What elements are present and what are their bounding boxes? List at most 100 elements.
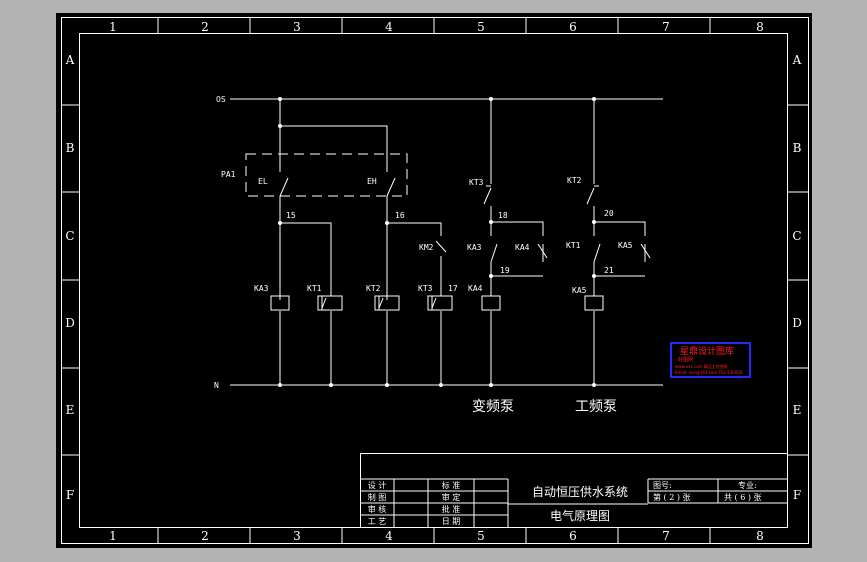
ka5-contact-label: KA5 [618, 241, 633, 250]
tb-project-name: 自动恒压供水系统 [532, 485, 628, 499]
col-label: 4 [385, 529, 393, 543]
coils [270, 295, 604, 311]
km2-label: KM2 [419, 243, 434, 252]
circuit-labels: OS N PA1 EL EH 15 16 17 18 19 20 21 KA3 … [214, 95, 633, 415]
row-label: B [66, 141, 75, 155]
col-label: 6 [569, 529, 577, 543]
pa1-meter-box [245, 153, 408, 197]
col-label: 6 [569, 20, 577, 34]
ka4-contact [537, 243, 548, 259]
row-label: A [65, 53, 75, 67]
kt1-branch [280, 222, 332, 385]
bus-n-label: N [214, 381, 219, 390]
ka5-holding [594, 221, 646, 277]
ka3-contact-label: KA3 [467, 243, 482, 252]
ka5-contact [640, 243, 651, 259]
grid-row-labels: A B C D E F A B C D E F [65, 53, 802, 502]
kt2-contact-label: KT2 [567, 176, 582, 185]
kt3-coil-label: KT3 [418, 284, 433, 293]
stamp-line1: 星鼎设计图库 [680, 345, 734, 357]
col-label: 8 [756, 20, 764, 34]
el-branch [279, 99, 289, 385]
node-18: 18 [498, 211, 508, 220]
ka4-contact-label: KA4 [515, 243, 530, 252]
pa1-label: PA1 [221, 170, 236, 179]
col-label: 5 [477, 20, 485, 34]
ka4-coil-label: KA4 [468, 284, 483, 293]
row-label: A [792, 53, 802, 67]
node-20: 20 [604, 209, 614, 218]
drawing-background [56, 13, 812, 548]
title-block-text: 设 计 制 图 审 核 工 艺 标 准 审 定 批 准 日 期 自动恒压供水系统… [368, 480, 762, 526]
stamp-line4: Email: xxx@163.com TEL:130000 [675, 370, 743, 375]
kt1-coil-label: KT1 [307, 284, 322, 293]
el-label: EL [258, 177, 268, 186]
col-label: 5 [477, 529, 485, 543]
row-label: E [793, 403, 802, 417]
tb-review: 审 定 [442, 492, 461, 502]
mains-pump-caption: 工频泵 [575, 399, 617, 415]
tb-standard: 标 准 [442, 480, 461, 490]
col-label: 4 [385, 20, 393, 34]
grid-ticks [61, 17, 809, 544]
eh-branch [280, 125, 396, 385]
kt3-contact-label: KT3 [469, 178, 484, 187]
col-label: 2 [201, 20, 209, 34]
tb-total: 共 ( 6 ) 张 [724, 493, 762, 502]
kt1-contact-label: KT1 [566, 241, 581, 250]
tb-major: 专业: [738, 480, 757, 490]
node-17: 17 [448, 284, 458, 293]
col-label: 2 [201, 529, 209, 543]
node-21: 21 [604, 266, 614, 275]
row-label: D [792, 316, 802, 330]
kt2-coil [374, 295, 400, 311]
col-label: 8 [756, 529, 764, 543]
kt3-coil [427, 295, 453, 311]
kt2-coil-label: KT2 [366, 284, 381, 293]
vfd-pump-caption: 变频泵 [472, 399, 514, 415]
tb-approve: 批 准 [442, 504, 461, 514]
tb-date: 日 期 [442, 517, 461, 526]
junctions [278, 97, 596, 387]
col-label: 3 [293, 20, 301, 34]
node-19: 19 [500, 266, 510, 275]
row-label: F [66, 488, 74, 502]
tb-design: 设 计 [368, 480, 387, 490]
row-label: C [792, 229, 801, 243]
tb-sheet: 第 ( 2 ) 张 [653, 492, 691, 502]
grid-column-labels: 1 2 3 4 5 6 7 8 1 2 3 4 5 6 7 8 [109, 20, 764, 543]
kt3-branch [387, 222, 442, 385]
ka4-holding [491, 221, 544, 277]
tb-drawing-name: 电气原理图 [550, 508, 610, 523]
ka4-coil [481, 295, 501, 311]
watermark-stamp: 星鼎设计图库 好图网 www.xxx.com 精品工程图纸 Email: xxx… [670, 342, 751, 378]
col-label: 7 [662, 20, 670, 34]
title-block-lines [360, 453, 788, 528]
bus-os-label: OS [216, 95, 226, 104]
row-label: F [793, 488, 801, 502]
col-label: 1 [109, 20, 117, 34]
eh-label: EH [367, 177, 377, 186]
stamp-border [670, 342, 751, 378]
ka3-coil [270, 295, 290, 311]
node-15: 15 [286, 211, 296, 220]
stamp-line3: www.xxx.com 精品工程图纸 [675, 363, 728, 369]
col-label: 7 [662, 529, 670, 543]
row-label: E [66, 403, 75, 417]
tb-process: 工 艺 [368, 517, 387, 526]
col-label: 1 [109, 529, 117, 543]
row-label: C [65, 229, 74, 243]
ka3-coil-label: KA3 [254, 284, 269, 293]
col-label: 3 [293, 529, 301, 543]
row-label: B [793, 141, 802, 155]
tb-check: 审 核 [368, 504, 387, 514]
ka5-coil [584, 295, 604, 311]
ka5-coil-label: KA5 [572, 286, 587, 295]
tb-drawing-no: 图号: [653, 481, 672, 490]
tb-draw: 制 图 [368, 492, 387, 502]
row-label: D [65, 316, 75, 330]
stamp-line2: 好图网 [678, 356, 693, 363]
km2-contact [435, 240, 447, 253]
node-16: 16 [395, 211, 405, 220]
